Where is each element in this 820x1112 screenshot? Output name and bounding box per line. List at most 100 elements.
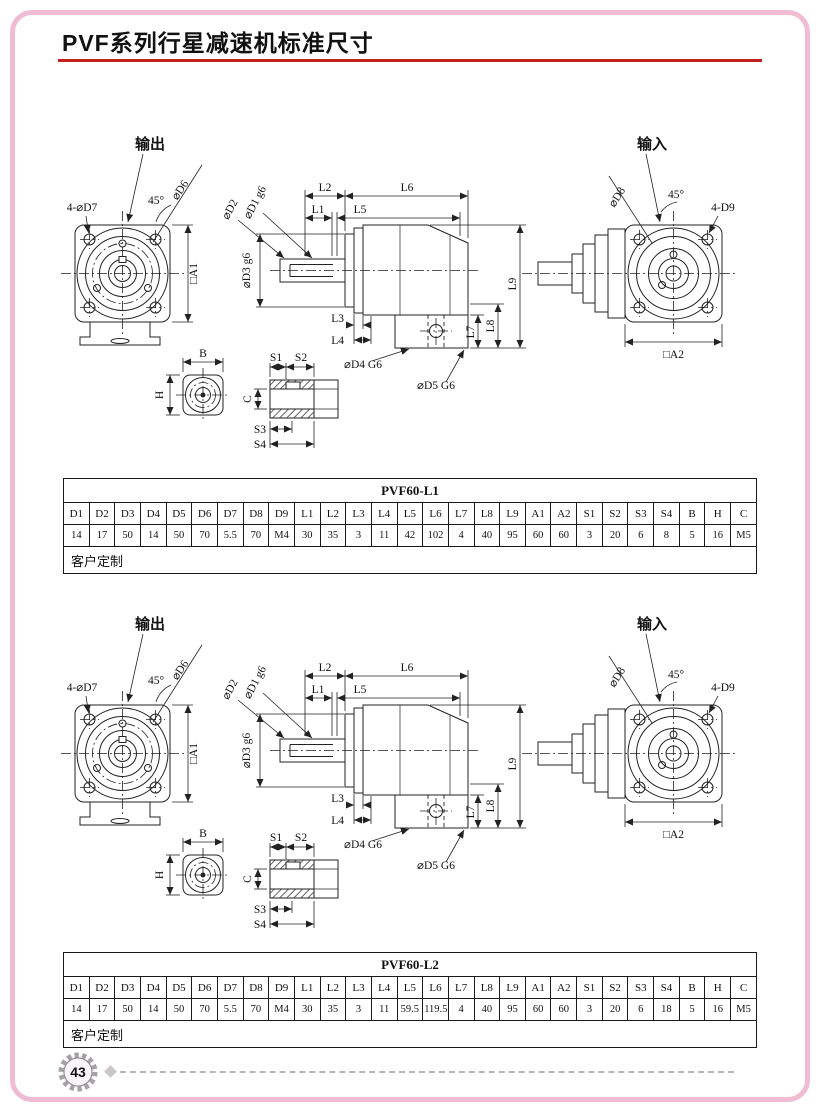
dim-a1: □A1 bbox=[188, 743, 200, 764]
table1-header-cell: D8 bbox=[242, 502, 270, 525]
table2-header-cell: L3 bbox=[345, 976, 372, 999]
dim-angle-input: 45° bbox=[668, 189, 685, 201]
table2-header-cell: L2 bbox=[319, 976, 347, 999]
dim-d5: ⌀D5 G6 bbox=[417, 380, 455, 392]
dim-d7: 4-⌀D7 bbox=[67, 682, 98, 694]
input-annotations: 输入 ⌀D8 45° 4-D9 □A2 bbox=[607, 135, 735, 361]
dim-a2: □A2 bbox=[663, 349, 684, 361]
table1-header-cell: L5 bbox=[396, 502, 424, 525]
dim-angle-output: 45° bbox=[148, 675, 165, 687]
table1-header-cell: D3 bbox=[114, 502, 141, 525]
input-bolt-holes bbox=[630, 710, 717, 797]
table2-value-cell: 20 bbox=[601, 998, 629, 1021]
dim-s4: S4 bbox=[254, 439, 266, 451]
table2-header-cell: D8 bbox=[242, 976, 270, 999]
table2-header-cell: D1 bbox=[63, 976, 90, 999]
table2-value-cell: 59.5 bbox=[396, 998, 424, 1021]
table1-header-cell: C bbox=[730, 502, 757, 525]
dim-l2: L2 bbox=[319, 662, 332, 674]
table2-value-cell: 60 bbox=[524, 998, 552, 1021]
dim-s2: S2 bbox=[295, 352, 307, 364]
table1-value-cell: 14 bbox=[139, 524, 167, 547]
dim-h: H bbox=[154, 871, 166, 879]
table2-value-cell: 30 bbox=[293, 998, 321, 1021]
dim-d4: ⌀D4 G6 bbox=[344, 359, 382, 371]
table2-value-cell: M4 bbox=[268, 998, 295, 1021]
table2-value-cell: 17 bbox=[88, 998, 116, 1021]
table1-header-cell: D1 bbox=[63, 502, 90, 525]
input-annotations: 输入 ⌀D8 45° 4-D9 □A2 bbox=[607, 615, 735, 841]
dim-c: C bbox=[242, 395, 254, 403]
table2-header-cell: L1 bbox=[293, 976, 321, 999]
dim-d3: ⌀D3 g6 bbox=[241, 253, 253, 289]
dim-l6: L6 bbox=[401, 182, 414, 194]
dim-l4: L4 bbox=[331, 335, 344, 347]
dim-b: B bbox=[199, 828, 207, 840]
output-bolt-holes bbox=[80, 710, 165, 797]
table1-header-cell: B bbox=[678, 502, 706, 525]
table1-header-cell: D5 bbox=[165, 502, 193, 525]
table2-footer-row: 客户定制 bbox=[63, 1020, 757, 1048]
dim-s3: S3 bbox=[254, 904, 266, 916]
dim-d4: ⌀D4 G6 bbox=[344, 839, 382, 851]
table2-value-cell: 5.5 bbox=[216, 998, 244, 1021]
dim-l2: L2 bbox=[319, 182, 332, 194]
dim-d1: ⌀D1 g6 bbox=[242, 664, 269, 701]
dim-d3: ⌀D3 g6 bbox=[241, 733, 253, 769]
table2-header-cell: S4 bbox=[653, 976, 680, 999]
table1-header-cell: D9 bbox=[268, 502, 295, 525]
table1-value-cell: 70 bbox=[191, 524, 218, 547]
dim-a2: □A2 bbox=[663, 829, 684, 841]
table2-header-cell: L8 bbox=[473, 976, 501, 999]
table1-header-cell: L7 bbox=[447, 502, 475, 525]
table2-value-cell: 18 bbox=[653, 998, 680, 1021]
table2-value-cell: 70 bbox=[242, 998, 270, 1021]
s-annotations: S1 S2 C S3 S4 bbox=[242, 352, 315, 451]
input-label: 输入 bbox=[637, 135, 667, 153]
bh-annotations: B H bbox=[154, 348, 224, 416]
table2-header-cell: S3 bbox=[627, 976, 655, 999]
table2-value-cell: 3 bbox=[345, 998, 372, 1021]
table1-value-cell: 17 bbox=[88, 524, 116, 547]
side-view-annotations: L2 L6 L1 L5 ⌀D2 ⌀D1 g6 ⌀D3 g6 L3 L4 bbox=[220, 182, 526, 392]
table2-value-cell: 14 bbox=[63, 998, 90, 1021]
side-view bbox=[270, 704, 480, 829]
table2-header-cell: D2 bbox=[88, 976, 116, 999]
dim-d8: ⌀D8 bbox=[607, 665, 628, 689]
table2-header-cell: S1 bbox=[576, 976, 603, 999]
table2-value-cell: 4 bbox=[447, 998, 475, 1021]
table1-header-cell: L8 bbox=[473, 502, 501, 525]
dim-b: B bbox=[199, 348, 207, 360]
dim-s1: S1 bbox=[270, 832, 282, 844]
page-number: 43 bbox=[70, 1064, 86, 1080]
table2-value-cell: 119.5 bbox=[422, 998, 449, 1021]
table1-title-row: PVF60-L1 bbox=[63, 478, 757, 503]
table2-header-cell: L4 bbox=[370, 976, 398, 999]
dim-d8: ⌀D8 bbox=[607, 185, 628, 209]
dim-l5: L5 bbox=[354, 204, 367, 216]
dim-l6: L6 bbox=[401, 662, 414, 674]
table2-title-row: PVF60-L2 bbox=[63, 952, 757, 977]
table2-value-cell: 5 bbox=[678, 998, 706, 1021]
dim-l9: L9 bbox=[507, 277, 519, 290]
table1-header-cell: H bbox=[704, 502, 732, 525]
output-label: 输出 bbox=[135, 615, 165, 633]
dim-s3: S3 bbox=[254, 424, 266, 436]
table1-footer-row: 客户定制 bbox=[63, 546, 757, 574]
output-annotations: 输出 ⌀D6 45° 4-⌀D7 □A1 bbox=[67, 135, 203, 323]
table2-title: PVF60-L2 bbox=[63, 952, 757, 977]
page-number-gear-icon: 43 bbox=[58, 1052, 98, 1092]
dim-d1: ⌀D1 g6 bbox=[242, 184, 269, 221]
table2-header-cell: B bbox=[678, 976, 706, 999]
table1-value-cell: 70 bbox=[242, 524, 270, 547]
dim-l3: L3 bbox=[331, 313, 344, 325]
table2-header-cell: C bbox=[730, 976, 757, 999]
table1-value-cell: 60 bbox=[524, 524, 552, 547]
table1-header-cell: S1 bbox=[576, 502, 603, 525]
table1-value-cell: 6 bbox=[627, 524, 655, 547]
output-bolt-holes bbox=[80, 230, 165, 317]
table2-header-cell: D3 bbox=[114, 976, 141, 999]
